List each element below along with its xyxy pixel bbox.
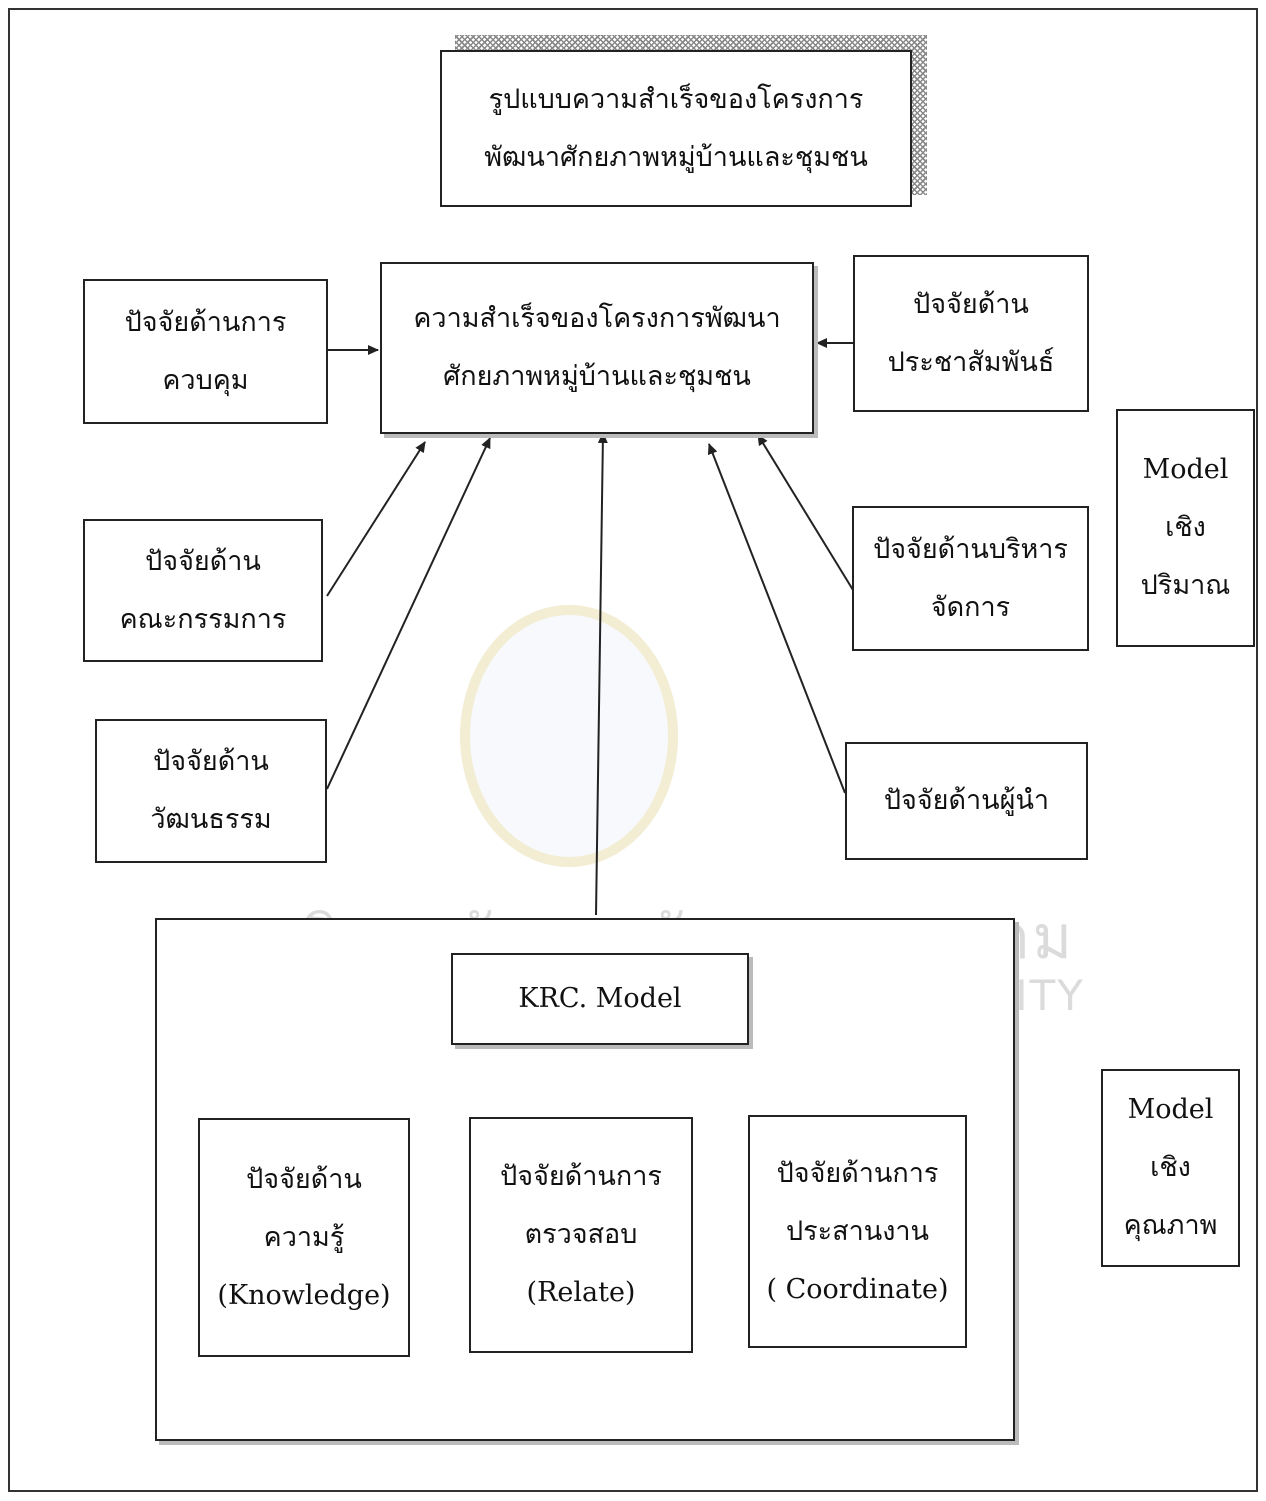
krc-model-label-box: KRC. Model	[451, 953, 749, 1045]
center-outcome-box: ความสำเร็จของโครงการพัฒนา ศักยภาพหมู่บ้า…	[380, 262, 814, 434]
krc-relate-line-1: ปัจจัยด้านการ	[500, 1161, 662, 1192]
university-seal-watermark	[460, 605, 678, 867]
quant-line-3: ปริมาณ	[1140, 570, 1231, 601]
krc-knowledge-line-1: ปัจจัยด้าน	[246, 1163, 362, 1195]
quant-line-2: เชิง	[1165, 512, 1206, 543]
factor-pr-line-2: ประชาสัมพันธ์	[887, 346, 1055, 378]
qual-line-2: เชิง	[1150, 1152, 1191, 1183]
quant-line-1: Model	[1142, 454, 1229, 485]
factor-control-line-1: ปัจจัยด้านการ	[124, 306, 287, 338]
krc-coordinate-box: ปัจจัยด้านการ ประสานงาน ( Coordinate)	[748, 1115, 967, 1348]
arrow-management	[757, 434, 854, 591]
krc-coordinate-line-2: ประสานงาน	[785, 1215, 930, 1247]
krc-knowledge-line-3: (Knowledge)	[217, 1279, 391, 1311]
krc-relate-line-2: ตรวจสอบ	[524, 1219, 638, 1250]
krc-relate-line-3: (Relate)	[526, 1277, 636, 1308]
factor-pr-line-1: ปัจจัยด้าน	[913, 288, 1029, 320]
krc-model-label: KRC. Model	[518, 983, 682, 1014]
krc-knowledge-line-2: ความรู้	[263, 1221, 345, 1253]
arrow-leader	[707, 443, 846, 794]
factor-control-box: ปัจจัยด้านการ ควบคุม	[83, 279, 328, 424]
krc-coordinate-line-1: ปัจจัยด้านการ	[776, 1157, 939, 1189]
page-frame	[8, 8, 1258, 1492]
center-line-1: ความสำเร็จของโครงการพัฒนา	[413, 303, 781, 334]
quantitative-model-box: Model เชิง ปริมาณ	[1116, 409, 1255, 647]
title-line-2: พัฒนาศักยภาพหมู่บ้านและชุมชน	[484, 141, 868, 173]
arrow-committee	[326, 441, 426, 597]
qual-line-3: คุณภาพ	[1123, 1210, 1218, 1241]
arrow-culture	[326, 437, 491, 790]
factor-pr-box: ปัจจัยด้าน ประชาสัมพันธ์	[853, 255, 1089, 412]
qual-line-1: Model	[1127, 1094, 1214, 1125]
factor-leader-box: ปัจจัยด้านผู้นำ	[845, 742, 1088, 860]
qualitative-model-box: Model เชิง คุณภาพ	[1101, 1069, 1240, 1267]
factor-culture-line-1: ปัจจัยด้าน	[153, 746, 269, 777]
factor-committee-box: ปัจจัยด้าน คณะกรรมการ	[83, 519, 323, 662]
krc-relate-box: ปัจจัยด้านการ ตรวจสอบ (Relate)	[469, 1117, 693, 1353]
factor-culture-box: ปัจจัยด้าน วัฒนธรรม	[95, 719, 327, 863]
center-line-2: ศักยภาพหมู่บ้านและชุมชน	[443, 361, 751, 392]
factor-management-line-2: จัดการ	[930, 591, 1011, 623]
factor-control-line-2: ควบคุม	[162, 364, 249, 396]
factor-culture-line-2: วัฒนธรรม	[150, 804, 272, 835]
title-line-1: รูปแบบความสำเร็จของโครงการ	[488, 83, 864, 115]
arrow-krc	[595, 432, 608, 916]
title-box: รูปแบบความสำเร็จของโครงการ พัฒนาศักยภาพห…	[440, 50, 912, 207]
factor-management-line-1: ปัจจัยด้านบริหาร	[873, 533, 1068, 565]
factor-management-box: ปัจจัยด้านบริหาร จัดการ	[852, 506, 1089, 651]
factor-leader-line-1: ปัจจัยด้านผู้นำ	[883, 785, 1050, 816]
factor-committee-line-2: คณะกรรมการ	[119, 603, 287, 635]
factor-committee-line-1: ปัจจัยด้าน	[145, 545, 261, 577]
krc-coordinate-line-3: ( Coordinate)	[766, 1273, 949, 1305]
krc-knowledge-box: ปัจจัยด้าน ความรู้ (Knowledge)	[198, 1118, 410, 1357]
